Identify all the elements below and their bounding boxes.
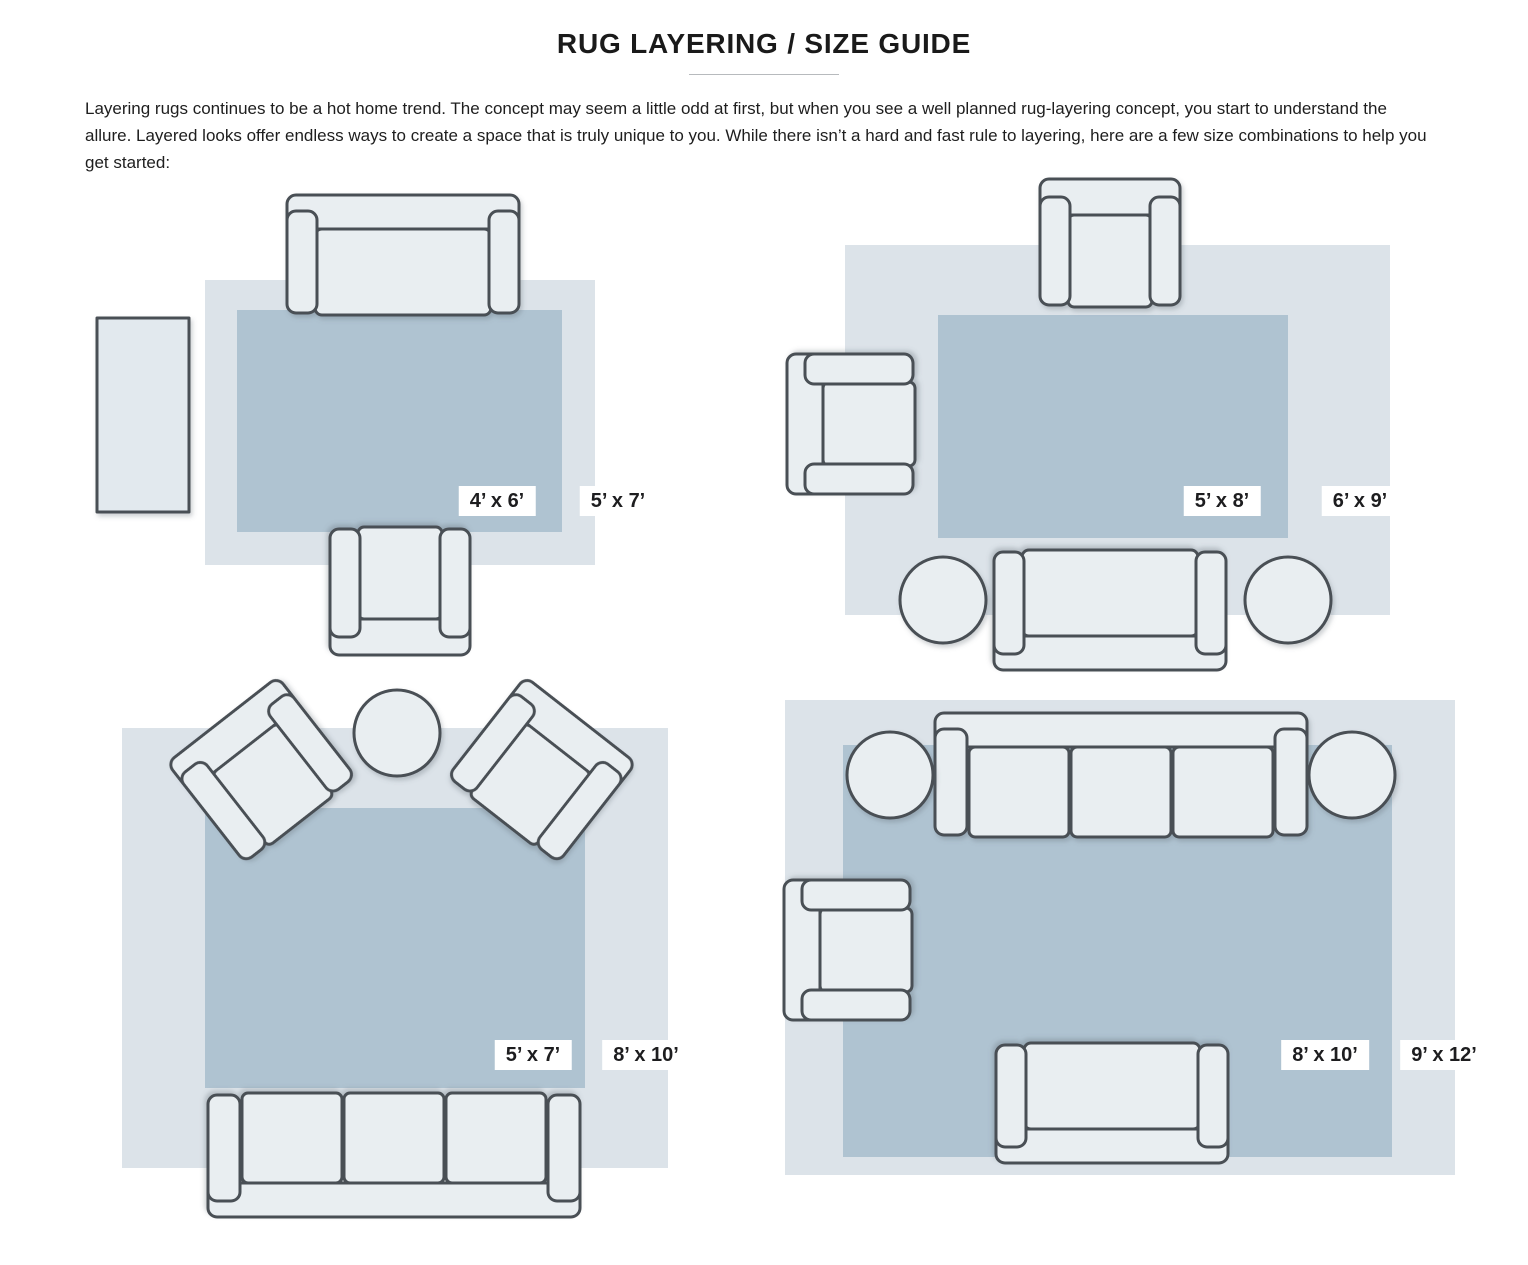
armchair-icon <box>785 352 917 496</box>
size-label-inner-bottom-right: 8’ x 10’ <box>1281 1040 1369 1070</box>
size-label-outer-top-left: 5’ x 7’ <box>579 486 657 516</box>
round-table-icon <box>352 688 442 778</box>
round-table-icon <box>1243 555 1333 645</box>
size-label-inner-top-right: 5’ x 8’ <box>1183 486 1261 516</box>
page-title: RUG LAYERING / SIZE GUIDE <box>556 28 972 59</box>
armchair-icon <box>782 878 914 1022</box>
round-table-icon <box>845 730 935 820</box>
size-label-inner-top-left: 4’ x 6’ <box>458 486 536 516</box>
sofa-icon <box>285 193 521 317</box>
diagram-bottom-left <box>122 675 668 1219</box>
diagram-top-left <box>95 193 595 657</box>
sofa-icon <box>933 711 1309 839</box>
size-label-outer-top-right: 6’ x 9’ <box>1321 486 1399 516</box>
sofa-icon <box>994 1041 1230 1165</box>
round-table-icon <box>898 555 988 645</box>
diagram-bottom-right <box>782 700 1455 1175</box>
sofa-icon <box>206 1091 582 1219</box>
title-divider <box>689 74 839 75</box>
size-label-outer-bottom-right: 9’ x 12’ <box>1400 1040 1488 1070</box>
intro-text: Layering rugs continues to be a hot home… <box>85 99 1427 172</box>
size-label-inner-bottom-left: 5’ x 7’ <box>494 1040 572 1070</box>
armchair-icon <box>328 525 472 657</box>
side-table-icon <box>95 316 191 514</box>
round-table-icon <box>1307 730 1397 820</box>
sofa-icon <box>992 548 1228 672</box>
diagram-top-right <box>785 177 1390 672</box>
size-label-outer-bottom-left: 8’ x 10’ <box>602 1040 690 1070</box>
armchair-icon <box>1038 177 1182 309</box>
